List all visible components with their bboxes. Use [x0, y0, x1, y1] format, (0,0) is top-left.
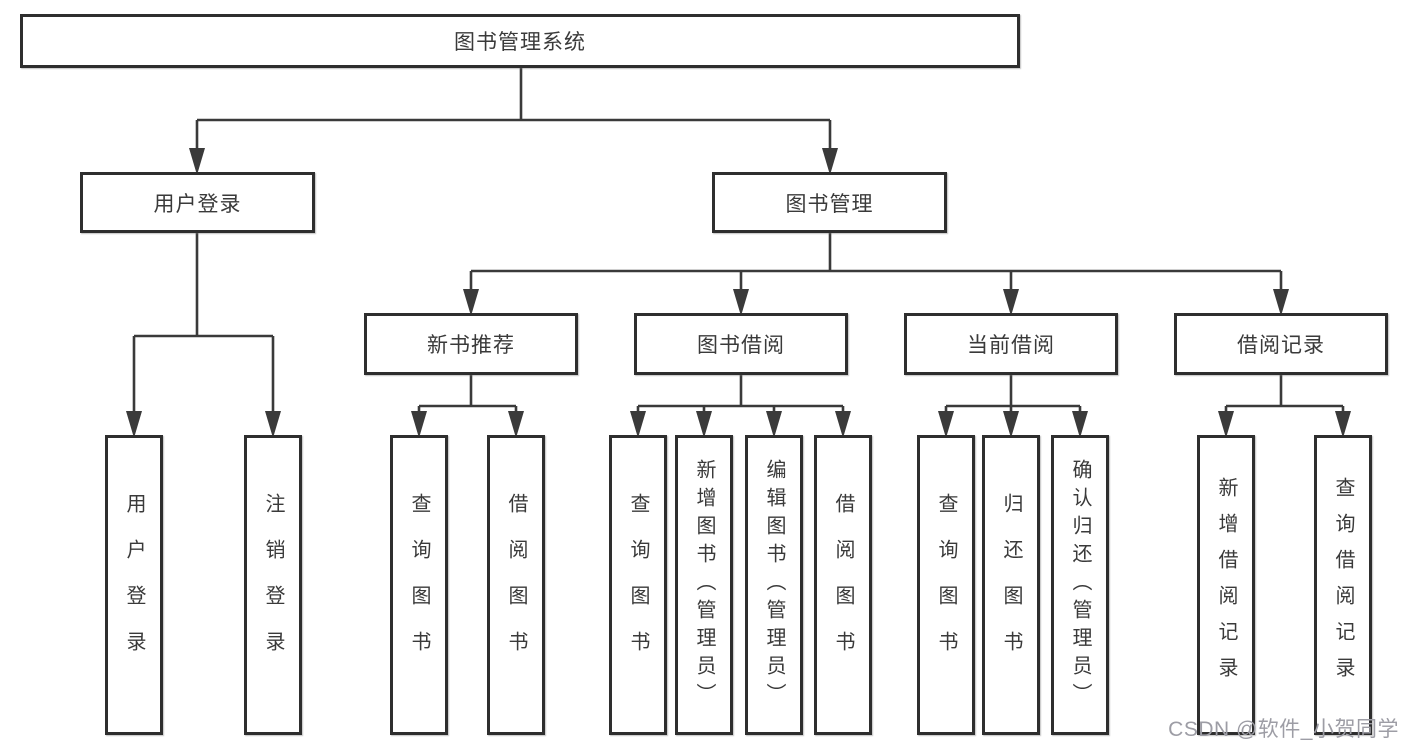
- leaf-borrow-borrow-books-label: 借阅图书: [832, 493, 854, 677]
- leaf-borrow-borrow-books: 借阅图书: [814, 435, 872, 735]
- node-borrowing-records: 借阅记录: [1174, 313, 1388, 375]
- node-user-login-label: 用户登录: [153, 192, 242, 216]
- node-book-management: 图书管理: [712, 172, 947, 233]
- leaf-user-login-label: 用户登录: [123, 493, 145, 677]
- node-book-borrowing-label: 图书借阅: [697, 334, 785, 357]
- leaf-current-confirm-return-admin: 确认归还（管理员）: [1051, 435, 1109, 735]
- leaf-recommend-borrow-books: 借阅图书: [487, 435, 545, 735]
- leaf-logout-label: 注销登录: [262, 493, 284, 677]
- node-current-borrowing-label: 当前借阅: [967, 334, 1055, 357]
- node-user-login: 用户登录: [80, 172, 315, 233]
- leaf-borrow-edit-books-admin-label: 编辑图书（管理员）: [763, 459, 785, 711]
- node-root: 图书管理系统: [20, 14, 1020, 68]
- leaf-records-query-record: 查询借阅记录: [1314, 435, 1372, 735]
- leaf-current-confirm-return-admin-label: 确认归还（管理员）: [1069, 459, 1091, 711]
- leaf-records-add-record: 新增借阅记录: [1197, 435, 1255, 735]
- node-current-borrowing: 当前借阅: [904, 313, 1118, 375]
- leaf-current-return-books: 归还图书: [982, 435, 1040, 735]
- leaf-current-query-books: 查询图书: [917, 435, 975, 735]
- leaf-records-add-record-label: 新增借阅记录: [1215, 477, 1237, 693]
- leaf-borrow-add-books-admin: 新增图书（管理员）: [675, 435, 733, 735]
- node-book-management-label: 图书管理: [785, 192, 874, 216]
- leaf-current-query-books-label: 查询图书: [935, 493, 957, 677]
- leaf-records-query-record-label: 查询借阅记录: [1332, 477, 1354, 693]
- node-borrowing-records-label: 借阅记录: [1237, 334, 1325, 357]
- leaf-logout: 注销登录: [244, 435, 302, 735]
- leaf-current-return-books-label: 归还图书: [1000, 493, 1022, 677]
- node-new-book-recommend-label: 新书推荐: [427, 334, 515, 357]
- node-new-book-recommend: 新书推荐: [364, 313, 578, 375]
- leaf-borrow-edit-books-admin: 编辑图书（管理员）: [745, 435, 803, 735]
- leaf-borrow-query-books-label: 查询图书: [627, 493, 649, 677]
- leaf-user-login: 用户登录: [105, 435, 163, 735]
- leaf-borrow-query-books: 查询图书: [609, 435, 667, 735]
- node-root-label: 图书管理系统: [454, 31, 586, 54]
- leaf-recommend-query-books: 查询图书: [390, 435, 448, 735]
- leaf-borrow-add-books-admin-label: 新增图书（管理员）: [693, 459, 715, 711]
- node-book-borrowing: 图书借阅: [634, 313, 848, 375]
- csdn-watermark: CSDN @软件_小贺同学: [1168, 718, 1399, 741]
- leaf-recommend-query-books-label: 查询图书: [408, 493, 430, 677]
- leaf-recommend-borrow-books-label: 借阅图书: [505, 493, 527, 677]
